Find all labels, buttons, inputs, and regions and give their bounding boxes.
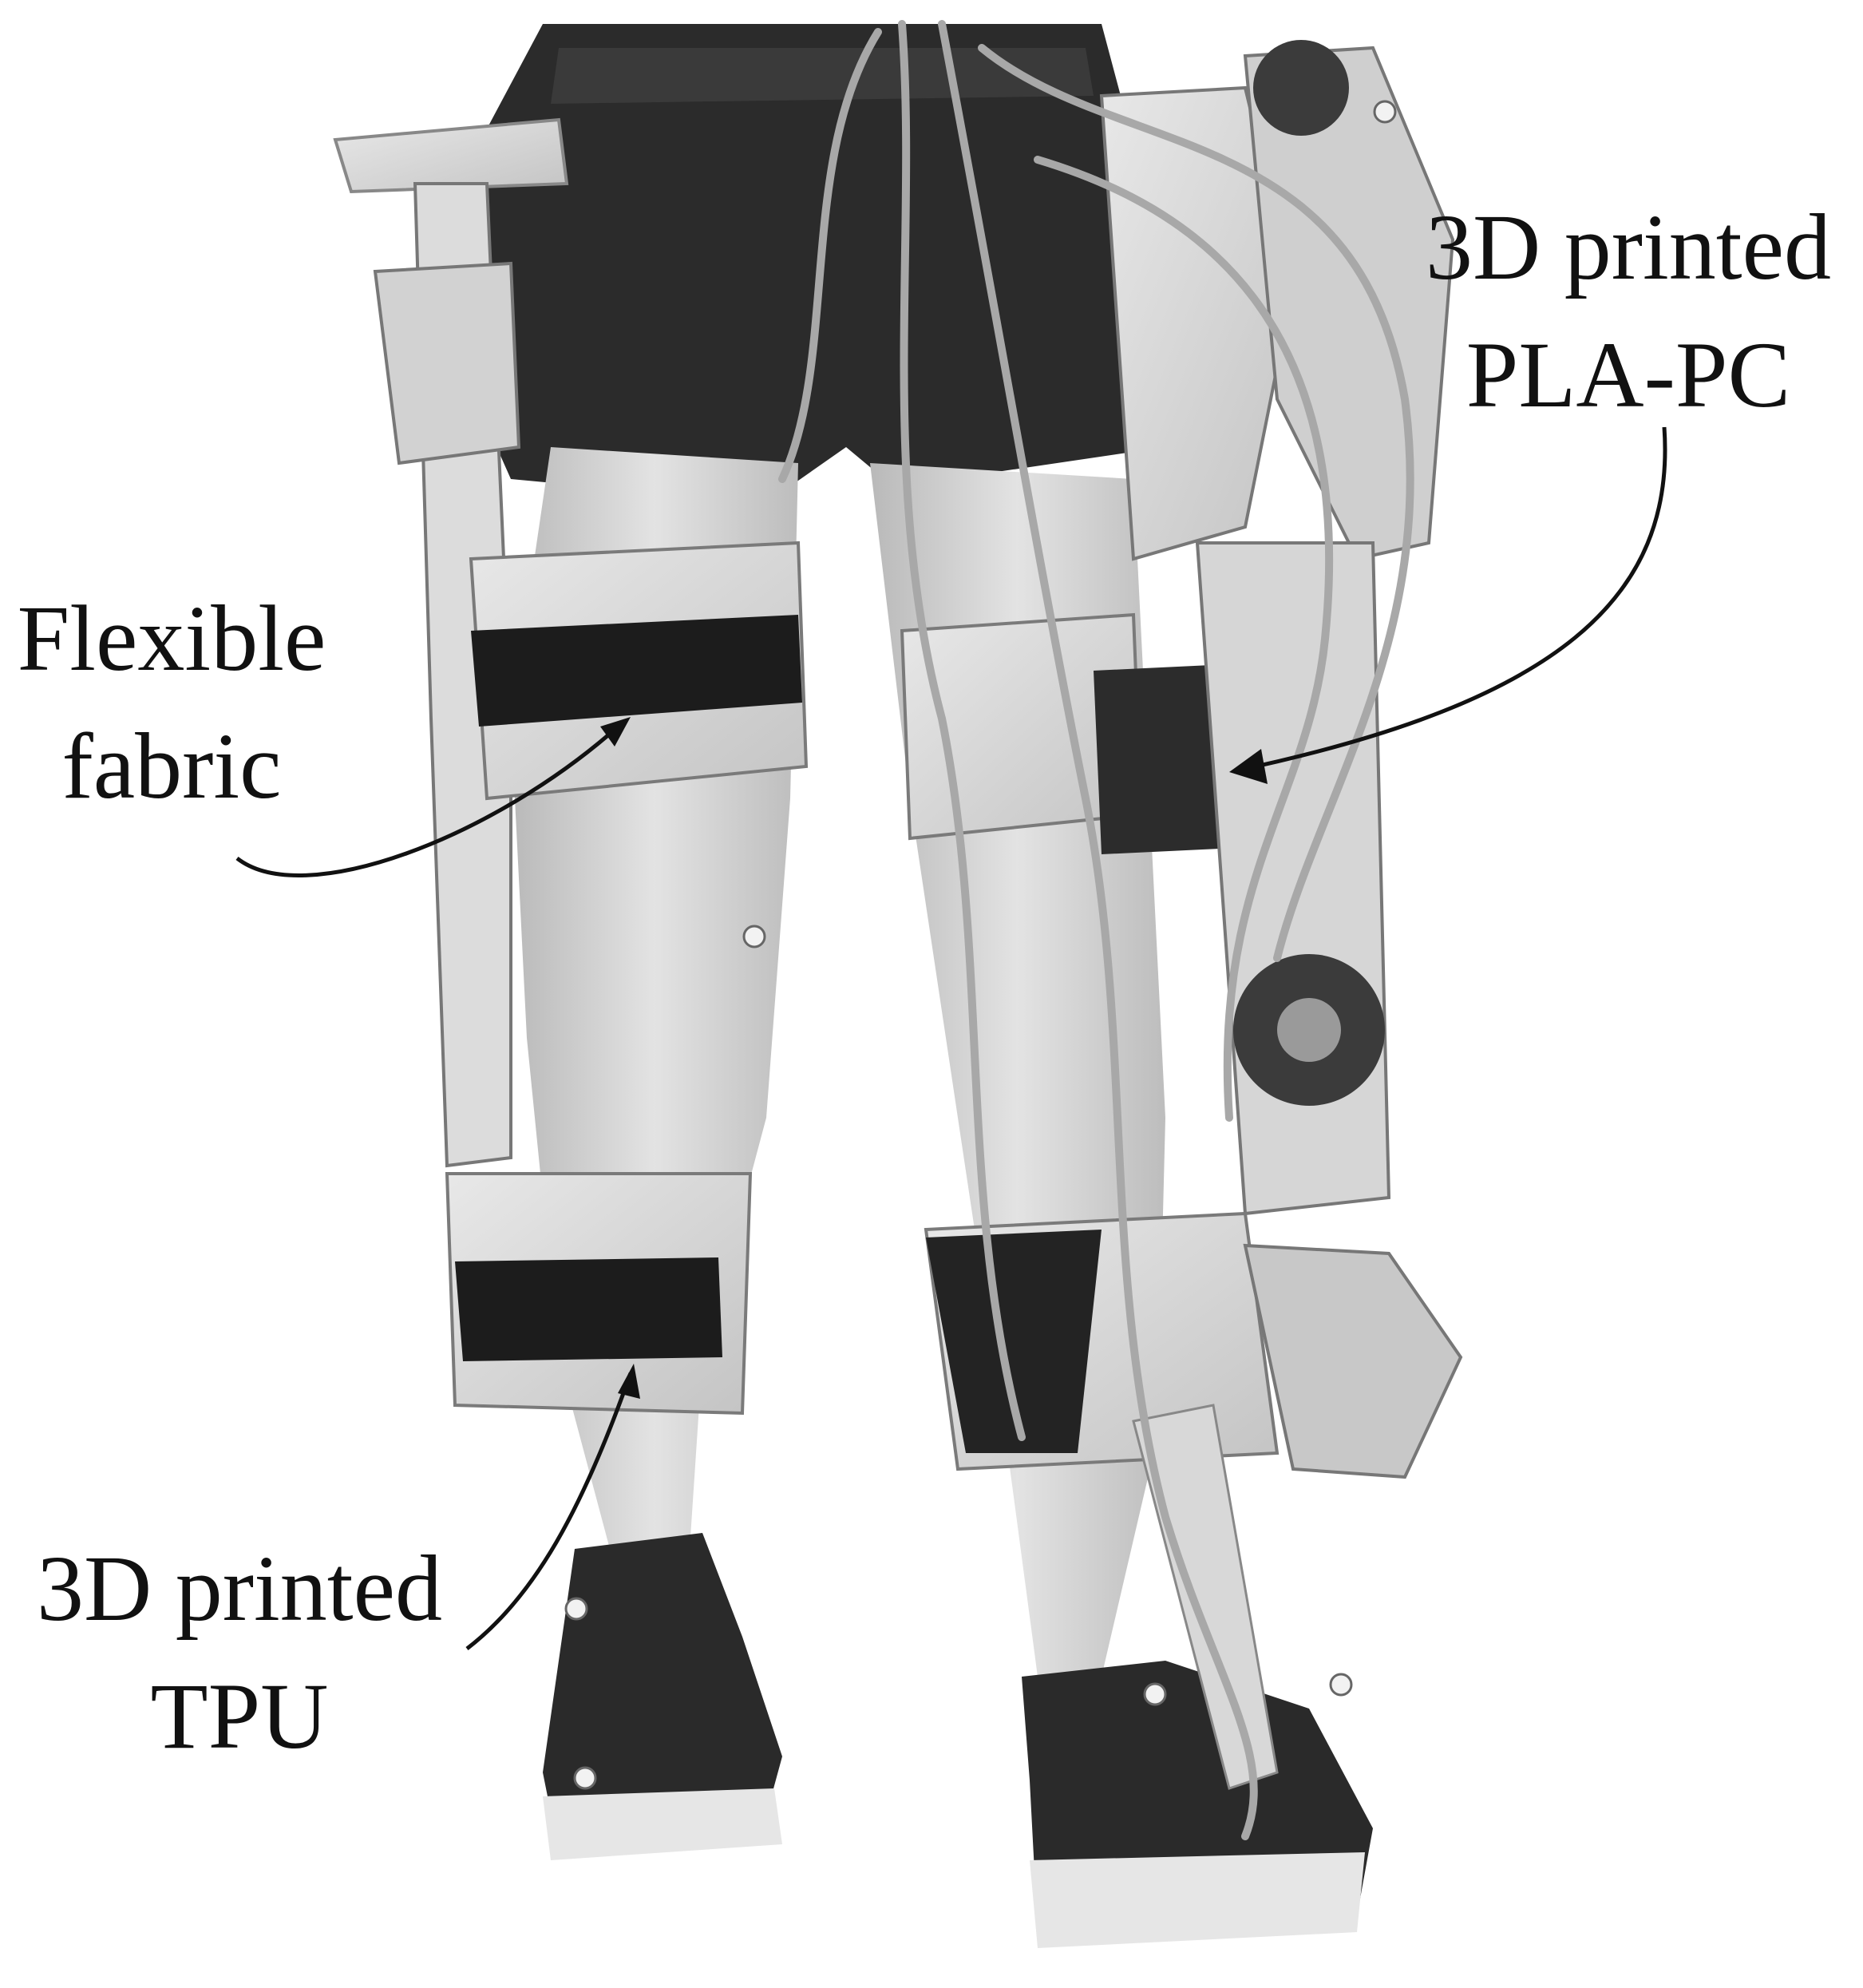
tpu-label-line1: 3D printed (37, 1536, 442, 1641)
tpu-label-line2: TPU (150, 1664, 329, 1768)
arrow-pla (1236, 426, 1667, 773)
pla-pc-label-line1: 3D printed (1426, 195, 1831, 299)
arrow-fabric (235, 721, 624, 877)
flexible-fabric-label: Flexible fabric (0, 575, 343, 830)
flexible-fabric-label-line2: fabric (61, 714, 282, 818)
arrow-tpu (465, 1372, 633, 1650)
arrowhead-tpu (618, 1364, 640, 1399)
pla-pc-label: 3D printed PLA-PC (1405, 184, 1852, 439)
right-shoe (1022, 1661, 1373, 1948)
pla-pc-label-line2: PLA-PC (1465, 323, 1791, 427)
arrowheads (600, 717, 1268, 1399)
shank-strap (455, 1257, 722, 1361)
flexible-fabric-label-line1: Flexible (17, 586, 326, 691)
left-shoe (543, 1533, 782, 1860)
thigh-strap (471, 615, 802, 727)
tpu-label: 3D printed TPU (16, 1525, 463, 1780)
right-exoskeleton-frame (900, 40, 1463, 1790)
arrowhead-pla (1229, 749, 1268, 784)
arrowhead-fabric (600, 717, 631, 746)
motion-capture-markers (564, 100, 1397, 1790)
annotation-arrows (235, 426, 1667, 1650)
cables (778, 20, 1414, 1840)
